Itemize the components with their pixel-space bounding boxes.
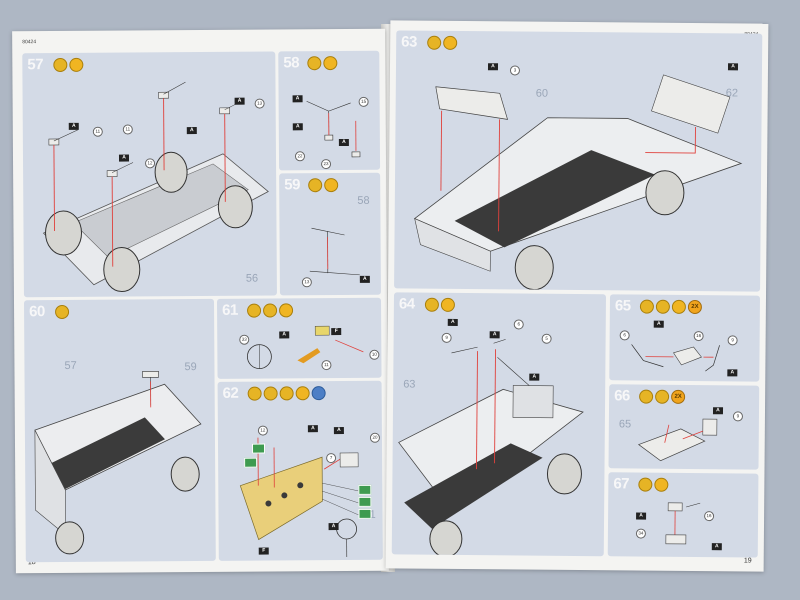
part-number: 7 xyxy=(326,453,337,464)
part-number: 13 xyxy=(254,98,265,109)
part-tag: A xyxy=(292,95,303,103)
part-number: 6 xyxy=(513,319,524,330)
part-tag: A xyxy=(333,427,344,435)
part-tag: A xyxy=(338,138,349,147)
part-tag: A xyxy=(447,318,458,326)
box-illustration xyxy=(637,418,718,462)
part-tag: A xyxy=(328,523,339,531)
handle-illustration xyxy=(665,502,701,545)
part-tag: A xyxy=(118,154,130,162)
part-tag: A xyxy=(727,63,739,71)
step-62-panel: 62 61 12 A A 20 7 A xyxy=(217,380,383,561)
vehicle-illustration xyxy=(413,74,743,291)
part-number: 11 xyxy=(92,126,103,137)
paint-tag: F xyxy=(331,328,342,336)
part-tag: A xyxy=(653,320,664,328)
step-67-panel: 67 A 34 16 A xyxy=(607,472,759,558)
vehicle-illustration xyxy=(398,339,584,557)
chassis-illustration xyxy=(42,81,269,293)
part-tag: A xyxy=(68,122,79,130)
step-66-panel: 66 2X 65 A 9 xyxy=(608,384,760,470)
hull-illustration xyxy=(34,370,202,555)
dashboard-illustration xyxy=(239,437,359,557)
step-64-panel: 64 63 A 9 6 5 A A xyxy=(391,292,607,557)
linkage-illustration xyxy=(309,227,360,276)
step-59-panel: 59 58 13 A xyxy=(279,172,381,296)
step-57-panel: 57 56 A 11 A 12 11 xyxy=(22,51,277,298)
product-code: 80424 xyxy=(22,39,37,46)
bracket-illustration xyxy=(631,344,720,372)
paint-tag: F xyxy=(258,547,269,555)
part-number: 22 xyxy=(294,151,306,162)
part-number: 12 xyxy=(145,158,156,169)
part-tag: A xyxy=(292,123,303,131)
step-65-panel: 65 2X 6 A 16 9 A xyxy=(609,294,761,382)
part-number: 9 xyxy=(441,332,452,343)
part-tag: A xyxy=(234,97,245,105)
part-number: 11 xyxy=(321,360,332,371)
part-number: 15 xyxy=(358,96,369,107)
lever-illustration xyxy=(306,100,361,158)
step-63-panel: 63 60 62 A 3 A xyxy=(394,30,763,292)
part-number: 10 xyxy=(369,349,380,360)
part-tag: A xyxy=(307,425,318,433)
part-number: 3 xyxy=(509,65,521,76)
part-tag: A xyxy=(279,331,290,339)
step-58-panel: 58 A 15 A 22 A 23 xyxy=(278,50,381,171)
decal xyxy=(358,484,372,495)
part-number: 6 xyxy=(619,330,630,341)
step-61-panel: 61 33 A F 11 10 xyxy=(216,297,382,379)
part-tag: A xyxy=(712,407,724,415)
part-number: 11 xyxy=(122,124,133,135)
part-number: 20 xyxy=(369,432,380,443)
decal xyxy=(244,457,258,468)
part-number: 34 xyxy=(635,528,646,539)
left-page: 80424 18 57 56 A xyxy=(12,28,389,574)
part-tag: A xyxy=(186,127,197,135)
steering-wheel-illustration xyxy=(246,325,364,369)
part-number: 16 xyxy=(693,331,704,342)
part-number: 33 xyxy=(239,334,250,345)
part-number: 9 xyxy=(732,411,743,422)
part-tag: A xyxy=(711,543,722,551)
part-number: 12 xyxy=(257,425,268,436)
part-tag: A xyxy=(529,373,540,381)
part-tag: A xyxy=(636,512,647,520)
part-tag: A xyxy=(359,275,370,283)
part-number: 5 xyxy=(541,333,552,344)
part-tag: A xyxy=(487,63,499,71)
part-tag: A xyxy=(727,369,738,377)
decal xyxy=(251,443,266,454)
part-number: 13 xyxy=(301,277,312,288)
page-number: 19 xyxy=(743,557,752,565)
part-number: 16 xyxy=(704,511,715,522)
decal xyxy=(358,508,372,519)
part-number: 23 xyxy=(321,159,332,170)
part-number: 9 xyxy=(727,335,738,346)
right-page: 80424 19 63 60 62 A 3 A 64 63 xyxy=(385,20,769,572)
decal xyxy=(358,496,372,507)
step-60-panel: 60 57 59 xyxy=(23,298,216,563)
part-tag: A xyxy=(489,331,500,339)
